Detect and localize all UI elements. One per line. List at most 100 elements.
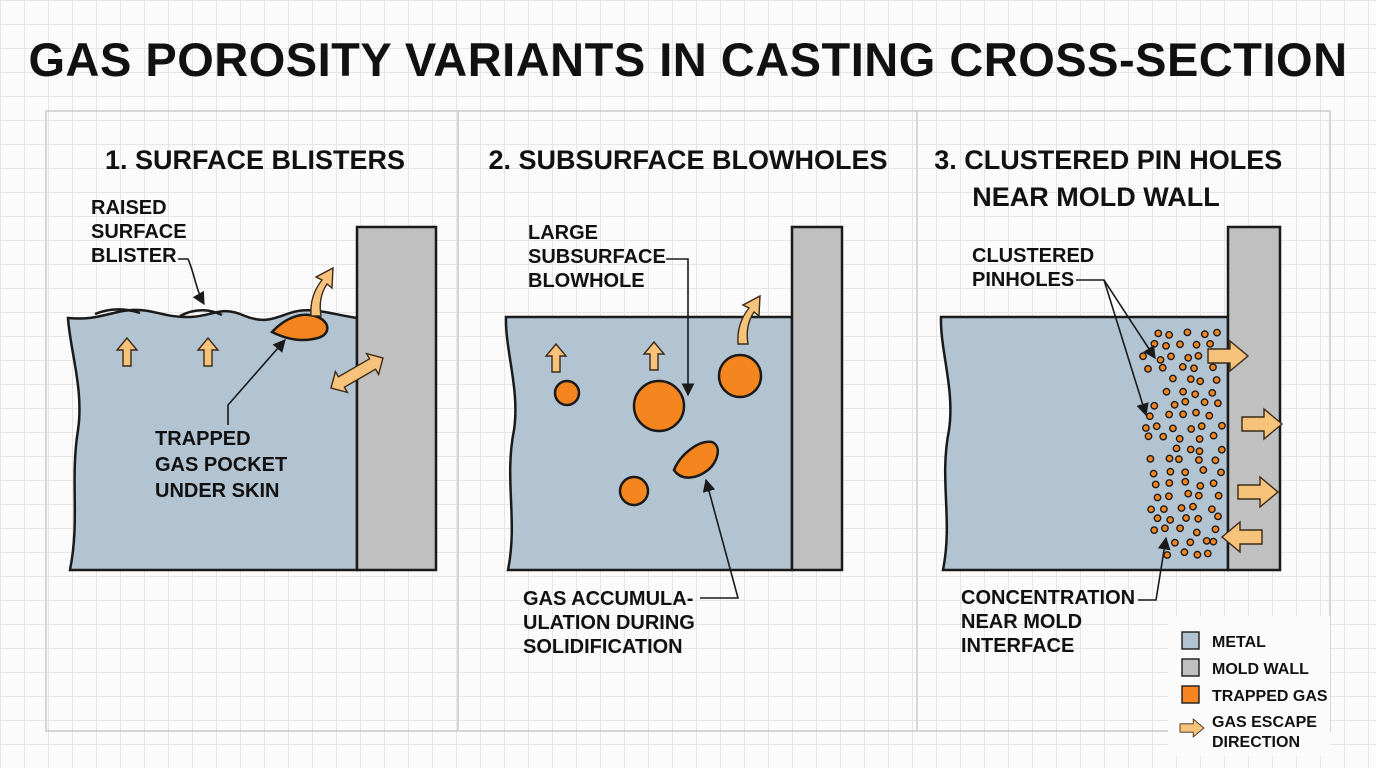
mold-wall (355, 225, 438, 572)
pinhole (1213, 328, 1221, 337)
pinhole (1192, 408, 1200, 417)
pinhole (1146, 454, 1155, 463)
pinhole (1179, 410, 1188, 419)
label-raised-surface-blister: RAISED SURFACE BLISTER (91, 197, 192, 267)
pinhole (1153, 493, 1162, 502)
pinhole (1161, 524, 1169, 533)
pinhole (1153, 514, 1162, 523)
pinhole (1163, 551, 1172, 559)
pinhole (1169, 374, 1177, 383)
pinhole (1178, 362, 1187, 371)
pinhole (1149, 469, 1158, 478)
pinhole (1144, 364, 1152, 373)
pinhole (1186, 538, 1195, 547)
blowhole (618, 475, 650, 507)
legend-swatch-metal (1181, 631, 1200, 650)
large-blowhole (632, 379, 686, 433)
pinhole (1209, 363, 1217, 372)
pinhole (1214, 491, 1223, 500)
pinhole (1191, 390, 1200, 399)
pinhole (1193, 550, 1202, 559)
pinhole (1209, 479, 1218, 488)
mold-wall (1226, 225, 1282, 572)
pinhole (1176, 340, 1184, 349)
label-clustered-pinholes: CLUSTERED PINHOLES (972, 245, 1100, 291)
page-title: GAS POROSITY VARIANTS IN CASTING CROSS-S… (28, 33, 1348, 86)
pinhole (1162, 387, 1171, 396)
pinhole (1214, 512, 1222, 521)
label-trapped-gas-pocket: TRAPPED GAS POCKET UNDER SKIN (155, 428, 293, 502)
pinhole (1217, 468, 1225, 477)
legend-swatch-mold-wall (1181, 658, 1200, 677)
pinhole (1203, 549, 1212, 558)
pinhole (1165, 410, 1174, 419)
pinhole (1156, 355, 1165, 364)
pinhole (1165, 330, 1174, 339)
pinhole (1217, 445, 1226, 454)
pinhole (1182, 514, 1191, 522)
pinhole (1160, 505, 1168, 513)
pinhole (1200, 330, 1209, 339)
pinhole (1196, 481, 1205, 490)
gas-escape-arrow (310, 267, 334, 317)
legend: METAL MOLD WALL TRAPPED GAS GAS ESCAPE D… (1168, 616, 1330, 756)
pinhole (1171, 538, 1179, 547)
label-large-subsurface-blowhole: LARGE SUBSURFACE BLOWHOLE (528, 222, 671, 292)
pinhole (1166, 516, 1175, 524)
pinhole (1209, 537, 1218, 546)
pinhole (1145, 412, 1154, 421)
label-concentration-near-interface: CONCENTRATION NEAR MOLD INTERFACE (961, 587, 1141, 657)
blowhole (553, 379, 581, 407)
pinhole (1172, 444, 1181, 453)
pinhole (1211, 525, 1220, 534)
pinhole (1194, 351, 1203, 360)
pinhole (1147, 505, 1156, 514)
pinhole (1169, 424, 1177, 433)
legend-label-trapped-gas: TRAPPED GAS (1212, 688, 1328, 705)
pinhole (1194, 514, 1203, 523)
pinhole (1200, 398, 1209, 407)
pinhole (1181, 477, 1190, 486)
pinhole (1162, 341, 1170, 350)
metal-body (939, 315, 1230, 572)
pinhole (1195, 456, 1203, 464)
pinhole (1165, 454, 1174, 463)
pinhole (1166, 467, 1175, 476)
pinhole (1150, 339, 1159, 348)
pinhole (1177, 504, 1186, 512)
pinhole (1187, 425, 1196, 433)
pinhole (1192, 528, 1201, 537)
pinhole (1190, 364, 1198, 373)
legend-label-mold-wall: MOLD WALL (1212, 661, 1309, 678)
pinhole (1199, 466, 1208, 474)
blowhole (717, 353, 763, 399)
legend-swatch-trapped-gas (1181, 685, 1200, 704)
pinhole (1154, 329, 1163, 338)
pinhole (1206, 339, 1215, 348)
panel-2-subsurface-blowholes: 2. SUBSURFACE BLOWHOLES LARGE SUBSURFACE… (488, 145, 887, 658)
pinhole (1167, 352, 1175, 361)
pinhole (1184, 489, 1193, 498)
panel-1-title: 1. SURFACE BLISTERS (105, 145, 405, 175)
pinhole (1150, 526, 1159, 534)
pinhole (1195, 447, 1204, 456)
gas-accumulation (672, 440, 720, 479)
pinhole-cluster (1139, 328, 1226, 559)
pinhole (1181, 397, 1190, 406)
pinhole (1176, 524, 1185, 533)
pinhole (1186, 445, 1195, 454)
pinhole (1196, 377, 1205, 386)
pinhole (1142, 424, 1150, 432)
pinhole (1152, 422, 1161, 431)
pinhole (1211, 456, 1220, 465)
legend-label-metal: METAL (1212, 634, 1266, 651)
pinhole (1214, 399, 1222, 408)
pinhole (1165, 492, 1173, 501)
pinhole (1158, 363, 1167, 372)
pinhole (1192, 340, 1201, 349)
pinhole (1151, 480, 1160, 489)
label-gas-accumulation: GAS ACCUMULA- ULATION DURING SOLIDIFICAT… (523, 588, 700, 658)
mold-wall (790, 225, 844, 572)
panel-1-surface-blisters: 1. SURFACE BLISTERS RAISED SURFACE BLIST… (66, 145, 438, 572)
